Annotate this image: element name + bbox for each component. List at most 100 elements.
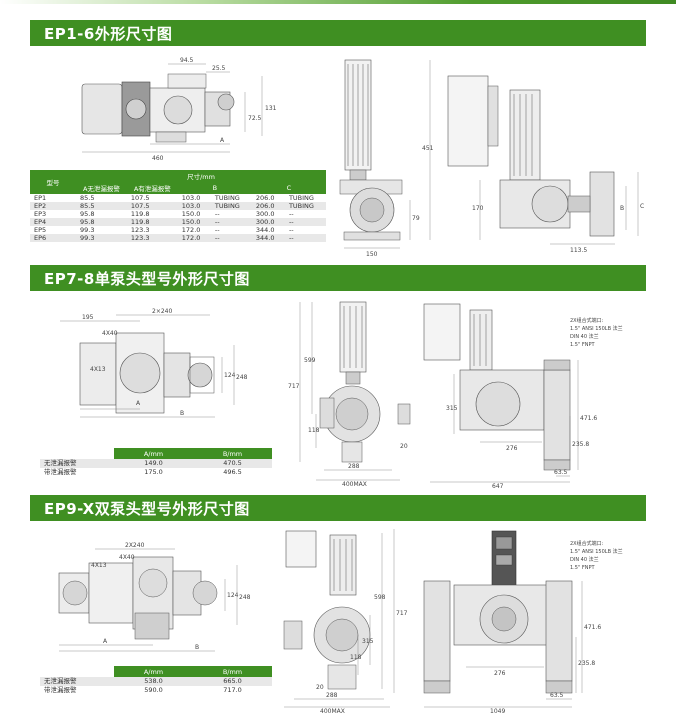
cell: 85.5 [76, 202, 127, 210]
ep1-6-front-view-drawing: 451 150 79 [339, 59, 434, 258]
dim-b: B [195, 644, 199, 651]
dim-315: 315 [362, 638, 374, 645]
cell: 123.3 [126, 234, 178, 242]
cell: 带泄漏报警 [44, 686, 77, 694]
ep7-8-front-view-drawing: 717 599 118 20 288 400MAX [288, 301, 411, 488]
col-a: A/mm [114, 448, 193, 459]
section-banner-ep1-6: EP1-6外形尺寸图 [30, 20, 646, 46]
dim-118: 118 [308, 427, 320, 434]
dim-4x13: 4X13 [90, 366, 106, 373]
cell: 470.5 [193, 459, 272, 468]
dim-72-5: 72.5 [248, 115, 262, 122]
cell: 107.5 [130, 194, 150, 202]
dim-288: 288 [348, 463, 360, 470]
cell: EP2 [30, 202, 76, 210]
table-row: 带泄漏报警 590.0 717.0 [40, 686, 272, 695]
section-title: EP1-6外形尺寸图 [44, 25, 173, 43]
dim-717: 717 [288, 383, 300, 390]
cell: 119.8 [130, 210, 150, 218]
cell: 无泄漏报警 [40, 459, 114, 468]
cell: 无泄漏报警 [40, 677, 114, 686]
dim-124: 124 [224, 372, 236, 379]
cell: 85.5 [80, 194, 95, 202]
dim-1049: 1049 [490, 708, 505, 715]
cell: TUBING [210, 202, 252, 210]
dim-195: 195 [82, 314, 94, 321]
ep7-8-top-view-drawing: 195 2×240 4X40 4X13 124 248 A B [60, 308, 248, 418]
port-note-line: DIN 40 法兰 [570, 333, 599, 340]
cell: -- [214, 210, 220, 218]
cell: EP5 [34, 226, 47, 234]
dim-235-8: 235.8 [578, 660, 595, 667]
cell: 206.0 [255, 194, 275, 202]
cell: 99.3 [80, 226, 95, 234]
dim-717: 717 [396, 610, 408, 617]
port-note-line: 1.5" ANSI 150LB 法兰 [570, 548, 623, 555]
dim-647: 647 [492, 483, 504, 488]
cell: 717.0 [223, 686, 242, 694]
dim-4x40: 4X40 [119, 554, 135, 561]
cell: EP1 [34, 194, 47, 202]
col-b: B/mm [193, 666, 272, 677]
col-b: B/mm [193, 448, 272, 459]
cell: -- [214, 226, 220, 234]
ep1-6-side-view-drawing: 170 113.5 B C [447, 75, 644, 254]
col-c: C [251, 182, 326, 194]
dim-170: 170 [472, 205, 484, 212]
dim-451: 451 [422, 145, 434, 152]
model-header: 型号 [30, 170, 76, 194]
blank-header [40, 666, 114, 677]
dim-20: 20 [316, 684, 324, 691]
ep9-x-front-view-drawing: 598 717 315 118 20 288 400MAX [283, 529, 408, 715]
cell: 590.0 [144, 686, 163, 694]
cell: EP3 [34, 210, 47, 218]
cell: 172.0 [177, 234, 211, 242]
dim-94-5: 94.5 [180, 57, 194, 64]
dim-b: B [180, 410, 184, 417]
cell: 95.8 [76, 218, 127, 226]
cell: 119.8 [126, 218, 178, 226]
cell: 300.0 [255, 210, 275, 218]
dim-400max: 400MAX [342, 481, 367, 488]
cell: 150.0 [177, 218, 211, 226]
cell: -- [284, 234, 326, 242]
dim-2x240: 2×240 [152, 308, 172, 315]
ep1-6-top-view-drawing: 94.5 25.5 72.5 131 A 460 [81, 57, 277, 162]
cell: 344.0 [255, 226, 275, 234]
cell: -- [288, 226, 294, 234]
top-gradient-bar [0, 0, 676, 4]
cell: 150.0 [181, 210, 201, 218]
dim-598: 598 [374, 594, 386, 601]
dim-315: 315 [446, 405, 458, 412]
section-title: EP7-8单泵头型号外形尺寸图 [44, 270, 250, 288]
col-a1: A无泄漏报警 [76, 182, 127, 194]
dim-248: 248 [239, 594, 251, 601]
size-header: 尺寸/mm [76, 170, 326, 182]
dim-2x240: 2X240 [125, 542, 145, 549]
cell: 538.0 [114, 677, 193, 686]
ep9-x-dimension-table: A/mm B/mm 无泄漏报警 538.0 665.0 带泄漏报警 590.0 … [40, 666, 272, 695]
dim-4x40: 4X40 [102, 330, 118, 337]
dim-124: 124 [227, 592, 239, 599]
dim-235-8: 235.8 [572, 441, 589, 448]
dim-150: 150 [366, 251, 378, 258]
cell: TUBING [284, 202, 326, 210]
cell: 496.5 [223, 468, 242, 476]
dim-4x13: 4X13 [91, 562, 107, 569]
dim-471-6: 471.6 [584, 624, 601, 631]
section-title: EP9-X双泵头型号外形尺寸图 [44, 500, 250, 518]
port-note-line: 2X组合式端口: [570, 540, 604, 547]
dim-131: 131 [265, 105, 277, 112]
dim-288: 288 [326, 692, 338, 699]
dim-63-5: 63.5 [550, 692, 564, 699]
section-banner-ep9-x: EP9-X双泵头型号外形尺寸图 [30, 495, 646, 521]
cell: 149.0 [114, 459, 193, 468]
col-b: B [177, 182, 252, 194]
dim-20: 20 [400, 443, 408, 450]
cell: TUBING [214, 194, 240, 202]
